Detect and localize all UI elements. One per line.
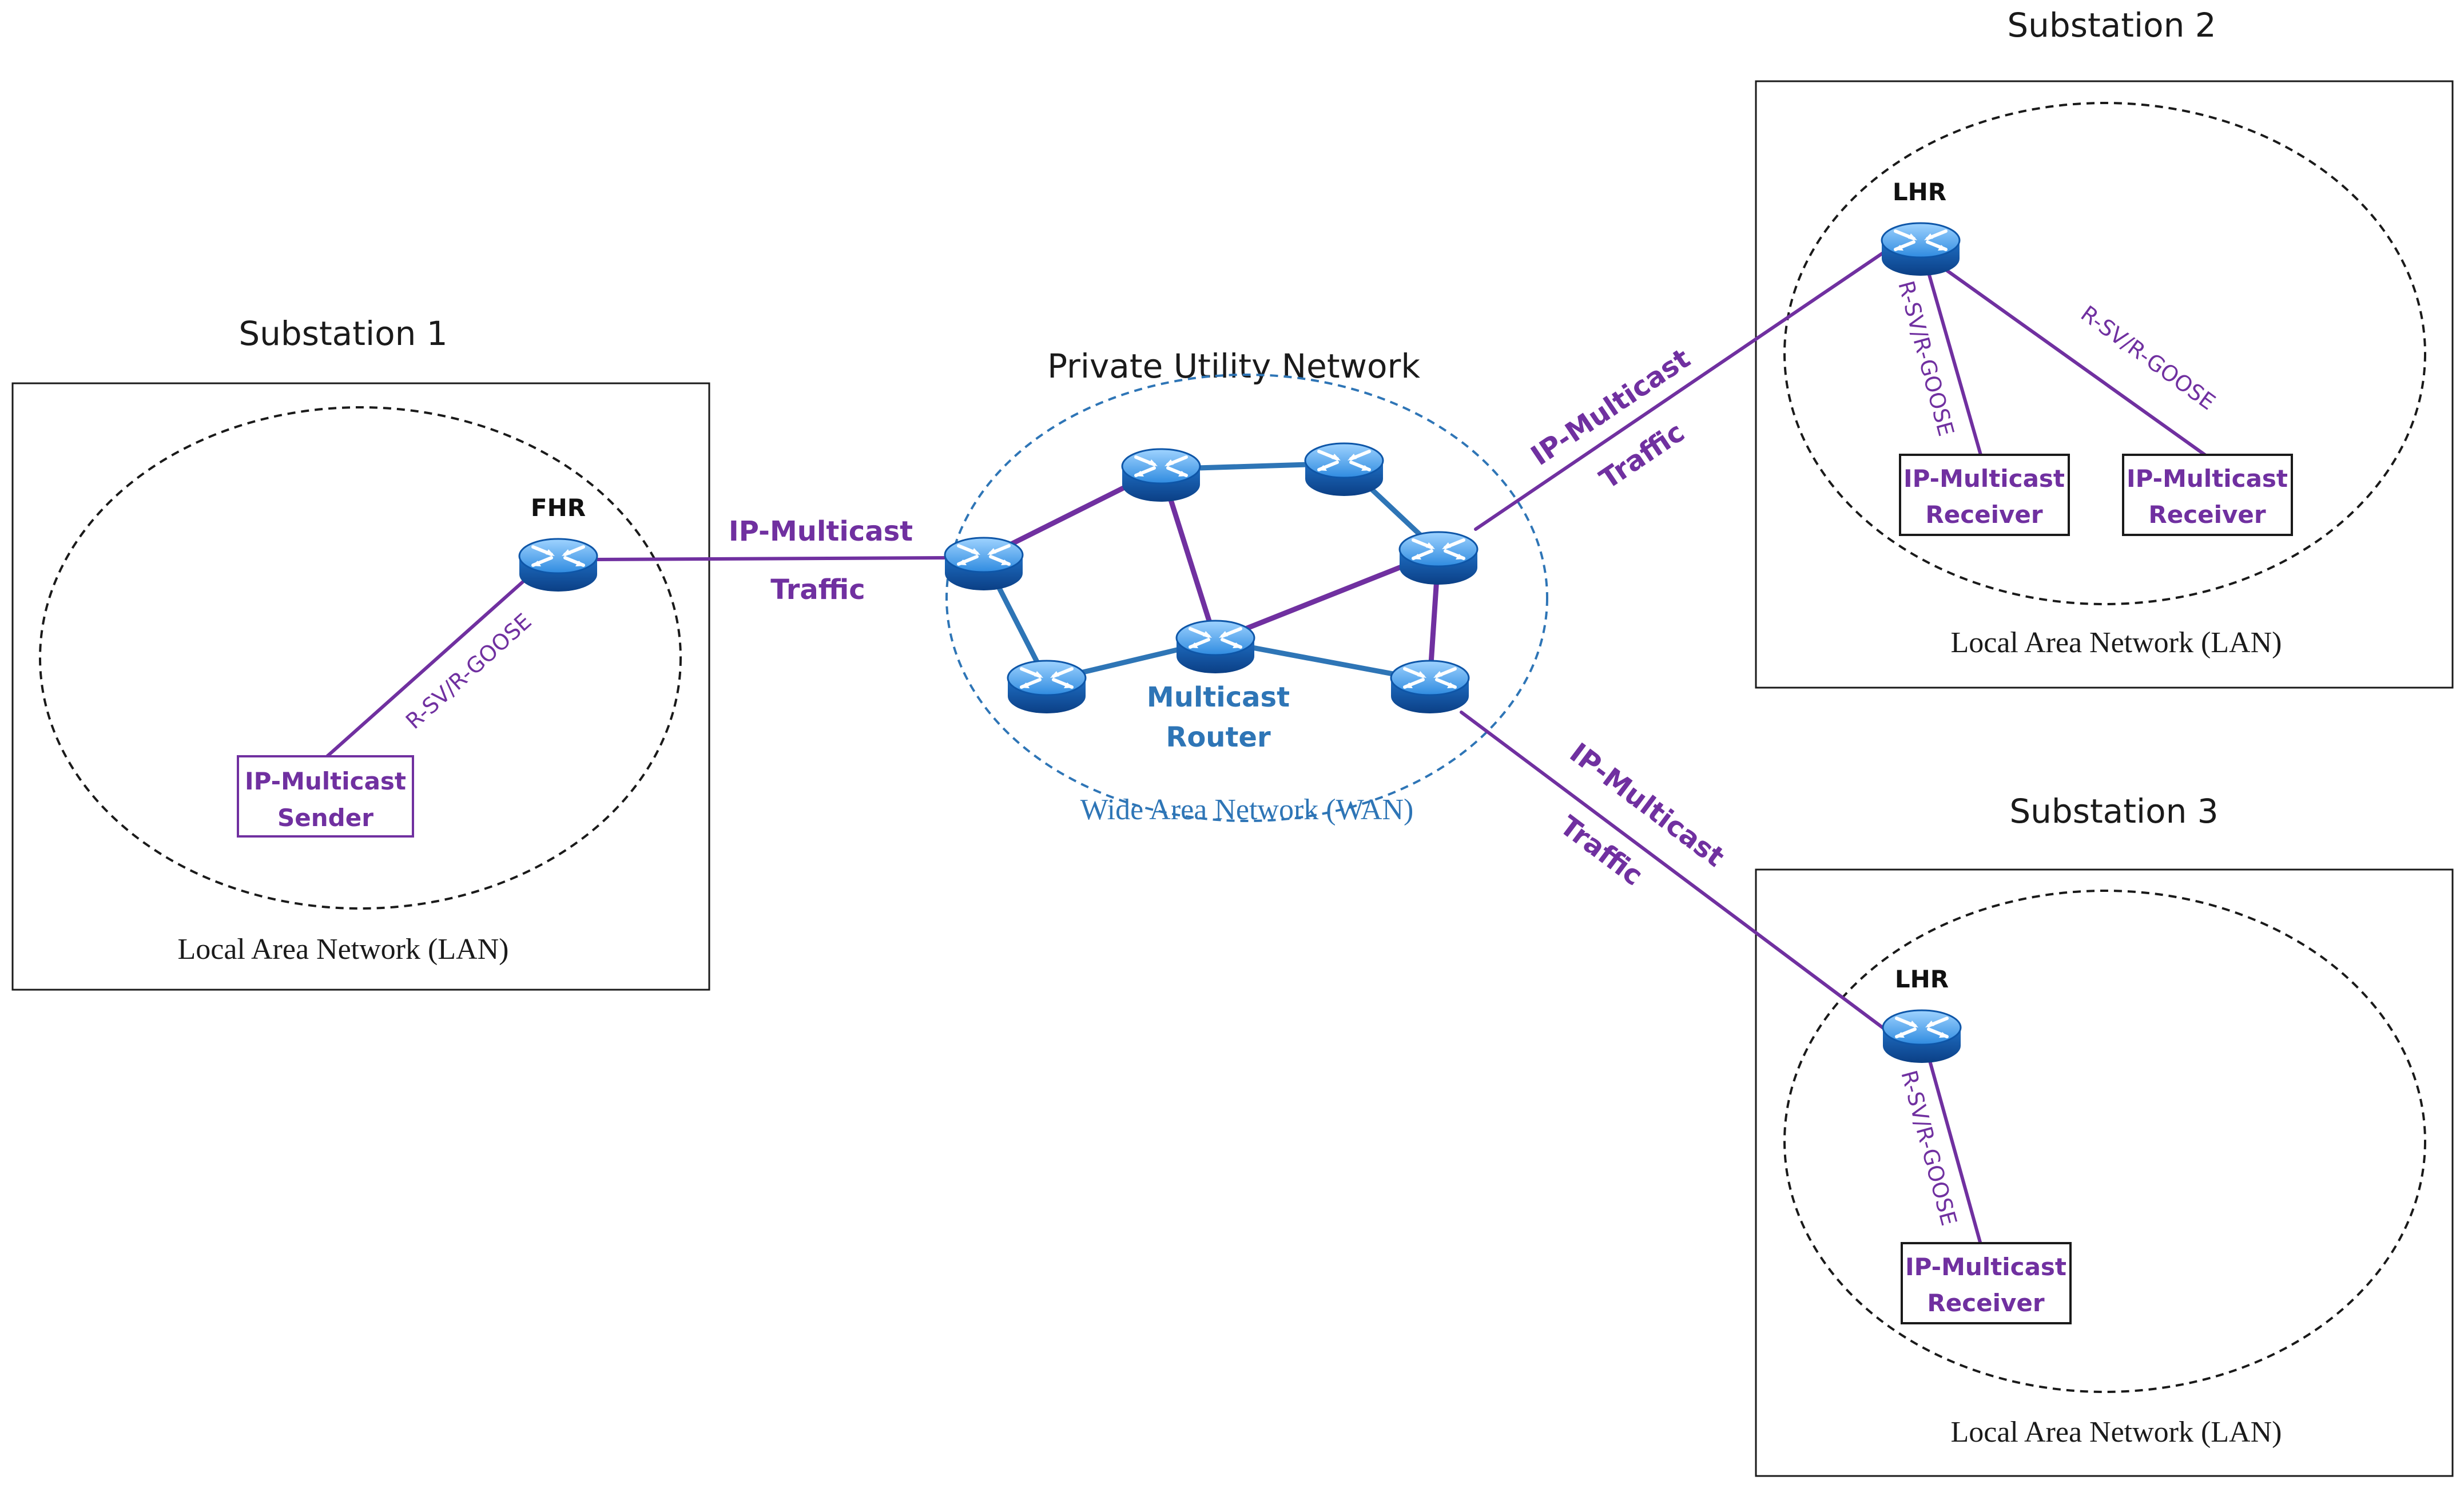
- traffic-label-3: IP-Multicast Traffic: [1554, 737, 1730, 892]
- sender-label-line2: Sender: [277, 804, 373, 832]
- traffic-label-1: IP-Multicast Traffic: [729, 515, 913, 606]
- ip-multicast-sender: IP-Multicast Sender: [237, 755, 414, 838]
- receiver-label-line1: IP-Multicast: [1905, 1253, 2066, 1281]
- multicast-router-icon: [1177, 621, 1254, 673]
- lan1-boundary: [39, 406, 682, 910]
- multicast-router-label-1: Multicast: [1147, 681, 1290, 713]
- wan-router-icon: [1391, 661, 1469, 713]
- traffic-label-line2: Traffic: [1554, 810, 1649, 892]
- substation2-title: Substation 2: [2007, 6, 2216, 45]
- ip-multicast-receiver: IP-Multicast Receiver: [1901, 1242, 2072, 1324]
- fhr-router-icon: [519, 539, 597, 592]
- lhr2-router-icon: [1882, 223, 1960, 276]
- lhr2-label: LHR: [1893, 178, 1946, 206]
- wan-router-icon: [945, 538, 1023, 590]
- lan3-label: Local Area Network (LAN): [1951, 1416, 2282, 1449]
- substation1-title: Substation 1: [239, 314, 447, 353]
- fhr-label: FHR: [531, 494, 586, 522]
- wan-label: Wide Area Network (WAN): [1080, 793, 1414, 826]
- receiver-label-line2: Receiver: [2148, 501, 2266, 529]
- protocol-label-lan2-diagonal: R-SV/R-GOOSE: [2076, 301, 2220, 415]
- traffic-label-2: IP-Multicast Traffic: [1525, 342, 1696, 495]
- protocol-label-lan3: R-SV/R-GOOSE: [1896, 1068, 1962, 1228]
- wan-router-icon: [1305, 443, 1383, 496]
- substation2-box: [1755, 80, 2454, 689]
- protocol-label-lan2-vertical: R-SV/R-GOOSE: [1893, 278, 1959, 439]
- lhr3-label: LHR: [1895, 965, 1949, 993]
- substation3-box: [1755, 868, 2454, 1477]
- multicast-links: [593, 244, 1895, 1037]
- lan3-boundary: [1783, 890, 2426, 1393]
- lan-links: [325, 267, 2207, 1246]
- wan-router-icon: [1400, 532, 1477, 585]
- receiver-label-line2: Receiver: [1925, 501, 2042, 529]
- receiver-label-line1: IP-Multicast: [1903, 465, 2065, 493]
- private-network-title: Private Utility Network: [1047, 347, 1420, 386]
- receiver-label-line2: Receiver: [1927, 1289, 2044, 1317]
- multicast-router-label-2: Router: [1166, 721, 1271, 753]
- ip-multicast-receiver: IP-Multicast Receiver: [2122, 454, 2293, 536]
- lan1-label: Local Area Network (LAN): [178, 933, 509, 966]
- traffic-label-line1: IP-Multicast: [729, 515, 913, 547]
- traffic-label-line2: Traffic: [770, 574, 865, 606]
- substation3-title: Substation 3: [2009, 792, 2218, 831]
- receiver-label-line1: IP-Multicast: [2127, 465, 2288, 493]
- substation1-box: [11, 382, 710, 991]
- wan-router-icon: [1122, 449, 1200, 502]
- ip-multicast-receiver: IP-Multicast Receiver: [1899, 454, 2070, 536]
- wan-router-icon: [1008, 661, 1086, 713]
- lan2-boundary: [1783, 102, 2426, 605]
- wan-boundary: [945, 374, 1548, 822]
- lan2-label: Local Area Network (LAN): [1951, 626, 2282, 659]
- lhr3-router-icon: [1883, 1010, 1961, 1063]
- sender-label-line1: IP-Multicast: [245, 767, 406, 795]
